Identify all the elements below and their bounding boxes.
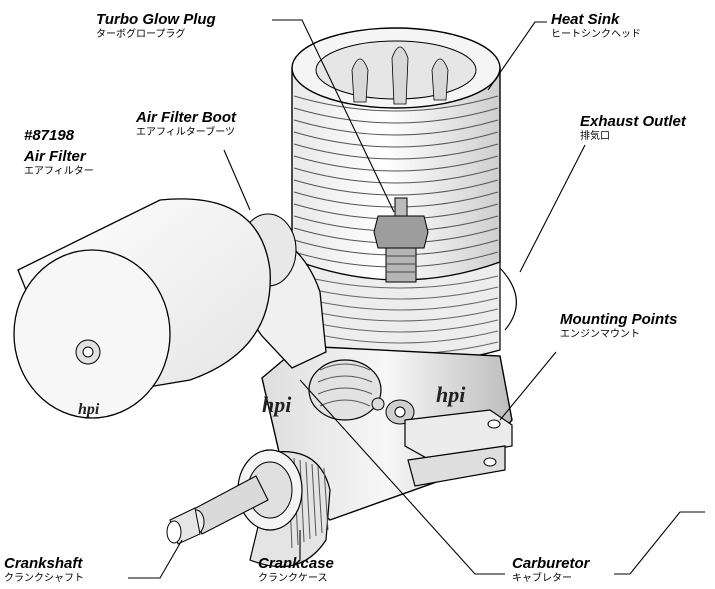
crank-front bbox=[237, 449, 331, 568]
crank-rib bbox=[299, 459, 305, 543]
leader-right-edge bbox=[614, 511, 705, 575]
heat-sink-fin bbox=[293, 119, 499, 136]
leader-carburetor bbox=[299, 379, 505, 575]
label-crankcase: Crankcase クランクケース bbox=[258, 556, 334, 584]
leader-air-filter-boot bbox=[223, 149, 251, 211]
cylinder-fin bbox=[301, 286, 499, 300]
heat-sink-head bbox=[291, 27, 501, 287]
crank-rib bbox=[305, 461, 311, 540]
air-filter-part: hpi bbox=[13, 198, 271, 419]
cylinder-fin bbox=[301, 297, 499, 311]
label-carburetor-jp: キャブレター bbox=[512, 573, 572, 584]
label-exhaust-outlet: Exhaust Outlet 排気口 bbox=[580, 114, 686, 142]
heat-sink-fin bbox=[293, 131, 499, 148]
label-crankcase-jp: クランクケース bbox=[258, 573, 328, 584]
label-heat-sink-jp: ヒートシンクヘッド bbox=[551, 29, 641, 40]
label-air-filter: #87198 Air Filter エアフィルター bbox=[24, 128, 94, 177]
label-air-filter-boot-en: Air Filter Boot bbox=[136, 109, 236, 126]
leader-crankshaft bbox=[128, 539, 183, 579]
label-turbo-glow-plug-en: Turbo Glow Plug bbox=[96, 11, 216, 28]
glow-plug bbox=[373, 197, 429, 283]
heat-sink-fin bbox=[293, 155, 499, 172]
cylinder-fin bbox=[301, 330, 499, 344]
heat-sink-fin bbox=[293, 107, 499, 124]
carburetor-part bbox=[308, 359, 415, 425]
heat-sink-fin bbox=[293, 95, 499, 112]
label-exhaust-outlet-en: Exhaust Outlet bbox=[580, 113, 686, 130]
filter-hpi-logo: hpi bbox=[78, 401, 100, 418]
label-carburetor-en: Carburetor bbox=[512, 555, 590, 572]
label-mounting-points-jp: エンジンマウント bbox=[560, 329, 640, 340]
label-mounting-points-en: Mounting Points bbox=[560, 311, 678, 328]
cylinder-fin bbox=[301, 275, 499, 289]
label-crankcase-en: Crankcase bbox=[258, 555, 334, 572]
leader-turbo-glow-plug bbox=[272, 19, 395, 213]
label-crankshaft-en: Crankshaft bbox=[4, 555, 83, 572]
label-carburetor: Carburetor キャブレター bbox=[512, 556, 590, 584]
mounting-plate bbox=[404, 409, 513, 487]
cylinder-fin bbox=[301, 319, 499, 333]
leader-mounting-points bbox=[499, 351, 557, 421]
label-air-filter-boot-jp: エアフィルターブーツ bbox=[136, 127, 235, 138]
crankcase-hpi-logo-left: hpi bbox=[262, 392, 292, 417]
label-air-filter-part-no: #87198 bbox=[24, 127, 75, 144]
label-crankshaft: Crankshaft クランクシャフト bbox=[4, 556, 84, 584]
label-air-filter-en: Air Filter bbox=[24, 148, 86, 165]
leader-exhaust-outlet bbox=[519, 144, 586, 273]
crank-rib bbox=[317, 465, 323, 534]
crankcase-hpi-logo-right: hpi bbox=[436, 382, 466, 407]
label-air-filter-boot: Air Filter Boot エアフィルターブーツ bbox=[136, 110, 236, 138]
leader-lines bbox=[128, 19, 705, 579]
label-mounting-points: Mounting Points エンジンマウント bbox=[560, 312, 677, 340]
label-heat-sink-en: Heat Sink bbox=[551, 11, 620, 28]
label-turbo-glow-plug-jp: ターボグロープラグ bbox=[96, 29, 186, 40]
crank-rib bbox=[323, 467, 329, 531]
heat-sink-fin bbox=[293, 143, 499, 160]
label-exhaust-outlet-jp: 排気口 bbox=[580, 131, 610, 142]
label-turbo-glow-plug: Turbo Glow Plug ターボグロープラグ bbox=[96, 12, 216, 40]
heat-sink-fin bbox=[293, 167, 499, 184]
cylinder-fin bbox=[301, 308, 499, 322]
crank-rib bbox=[311, 463, 317, 537]
heat-sink-fin bbox=[293, 179, 499, 196]
label-heat-sink: Heat Sink ヒートシンクヘッド bbox=[551, 12, 641, 40]
crankshaft-part bbox=[166, 475, 269, 545]
label-air-filter-jp: エアフィルター bbox=[24, 166, 94, 177]
leader-heat-sink bbox=[487, 21, 547, 91]
label-crankshaft-jp: クランクシャフト bbox=[4, 573, 84, 584]
